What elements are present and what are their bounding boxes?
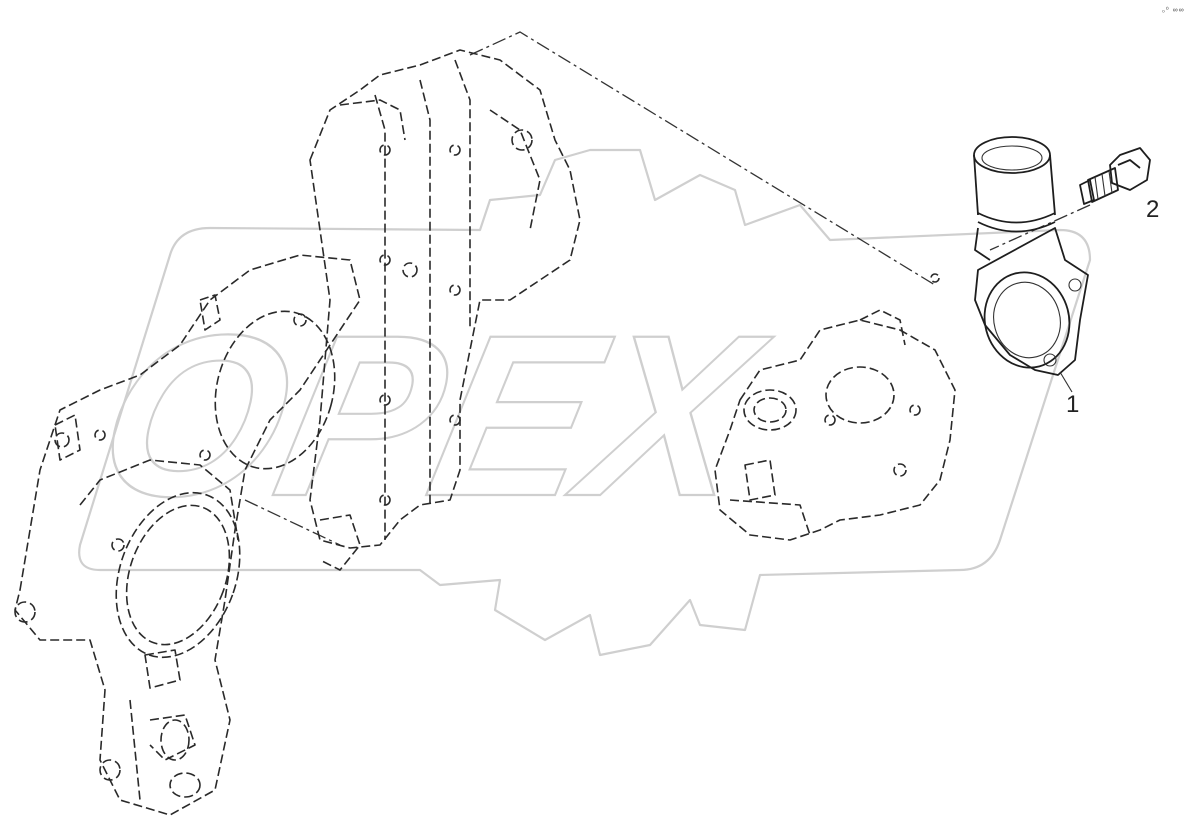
callout-2-label: 2 bbox=[1146, 196, 1160, 223]
watermark-text: OPEX bbox=[79, 287, 785, 544]
thermostat-housing bbox=[714, 273, 956, 541]
corner-mark: ₀⁰ ∞∞ bbox=[1162, 7, 1185, 14]
gear-case-housing bbox=[14, 254, 361, 816]
callout-1-leader bbox=[1059, 371, 1073, 393]
front-cover-housing bbox=[309, 49, 581, 571]
part-1-water-outlet-pipe bbox=[973, 136, 1089, 376]
watermark-gear bbox=[78, 148, 1092, 657]
callout-1-label: 1 bbox=[1066, 391, 1080, 418]
part-2-bolt bbox=[1079, 147, 1151, 205]
